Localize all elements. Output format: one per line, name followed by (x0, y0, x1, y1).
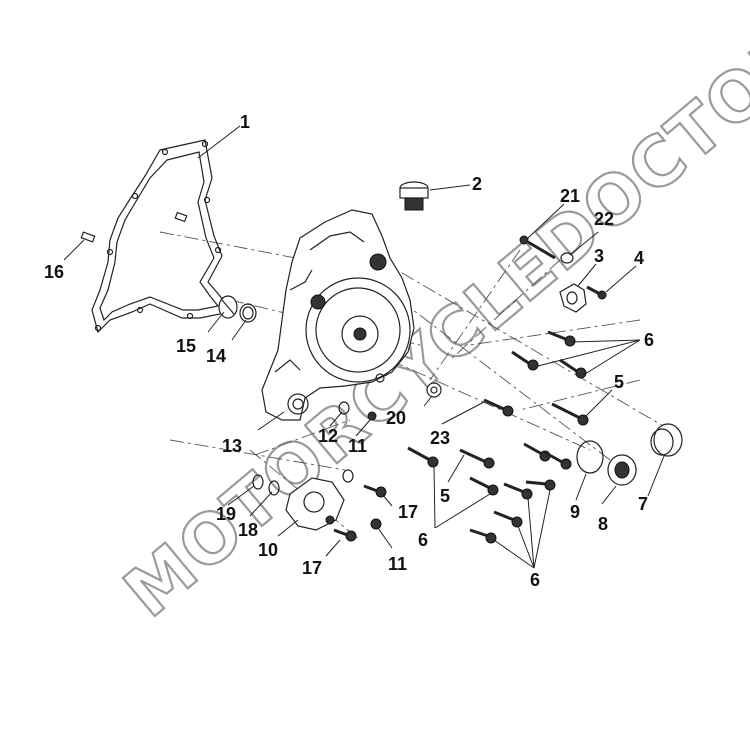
callout-23: 23 (430, 428, 450, 448)
o-ring-small (239, 303, 257, 323)
washer-12 (338, 401, 354, 483)
washer-11 (367, 411, 382, 530)
seal-ring (650, 423, 683, 457)
callout-22: 22 (594, 209, 614, 229)
dowel-pin-2 (174, 211, 188, 223)
callout-14: 14 (206, 346, 226, 366)
o-ring-18 (268, 480, 280, 496)
clamp (559, 283, 587, 313)
callout-9: 9 (570, 502, 580, 522)
callout-21: 21 (560, 186, 580, 206)
callout-20: 20 (386, 408, 406, 428)
water-pump-cover (285, 477, 345, 531)
callout-3: 3 (594, 246, 604, 266)
bolt-21 (519, 235, 556, 260)
leader-lines (63, 125, 665, 569)
callout-2: 2 (472, 174, 482, 194)
callout-6a: 6 (644, 330, 654, 350)
callout-15: 15 (176, 336, 196, 356)
callout-5a: 5 (614, 372, 624, 392)
bolts (333, 330, 589, 544)
plug-cap-8 (607, 454, 637, 486)
callout-5b: 5 (440, 486, 450, 506)
callout-16: 16 (44, 262, 64, 282)
bolt-4 (586, 285, 607, 300)
callout-18: 18 (238, 520, 258, 540)
callout-7: 7 (638, 494, 648, 514)
callout-13: 13 (222, 436, 242, 456)
callout-6c: 6 (530, 570, 540, 590)
callout-17a: 17 (398, 502, 418, 522)
callout-1: 1 (240, 112, 250, 132)
callout-labels: 1 2 21 22 3 4 6 5 16 15 14 20 23 13 12 1… (44, 112, 654, 590)
o-ring-9 (576, 440, 604, 474)
gasket (91, 139, 231, 334)
callout-8: 8 (598, 514, 608, 534)
washer-22 (560, 252, 574, 264)
callout-19: 19 (216, 504, 236, 524)
callout-11a: 11 (348, 436, 367, 456)
callout-6b: 6 (418, 530, 428, 550)
dowel-pin (80, 231, 96, 243)
callout-17b: 17 (302, 558, 322, 578)
oil-filler-plug (399, 181, 429, 211)
callout-12: 12 (318, 426, 338, 446)
callout-11b: 11 (388, 554, 407, 574)
crankcase-cover (261, 209, 415, 421)
o-ring-19 (252, 474, 264, 490)
callout-4: 4 (634, 248, 644, 268)
callout-10: 10 (258, 540, 278, 560)
sleeve-20 (426, 382, 442, 398)
